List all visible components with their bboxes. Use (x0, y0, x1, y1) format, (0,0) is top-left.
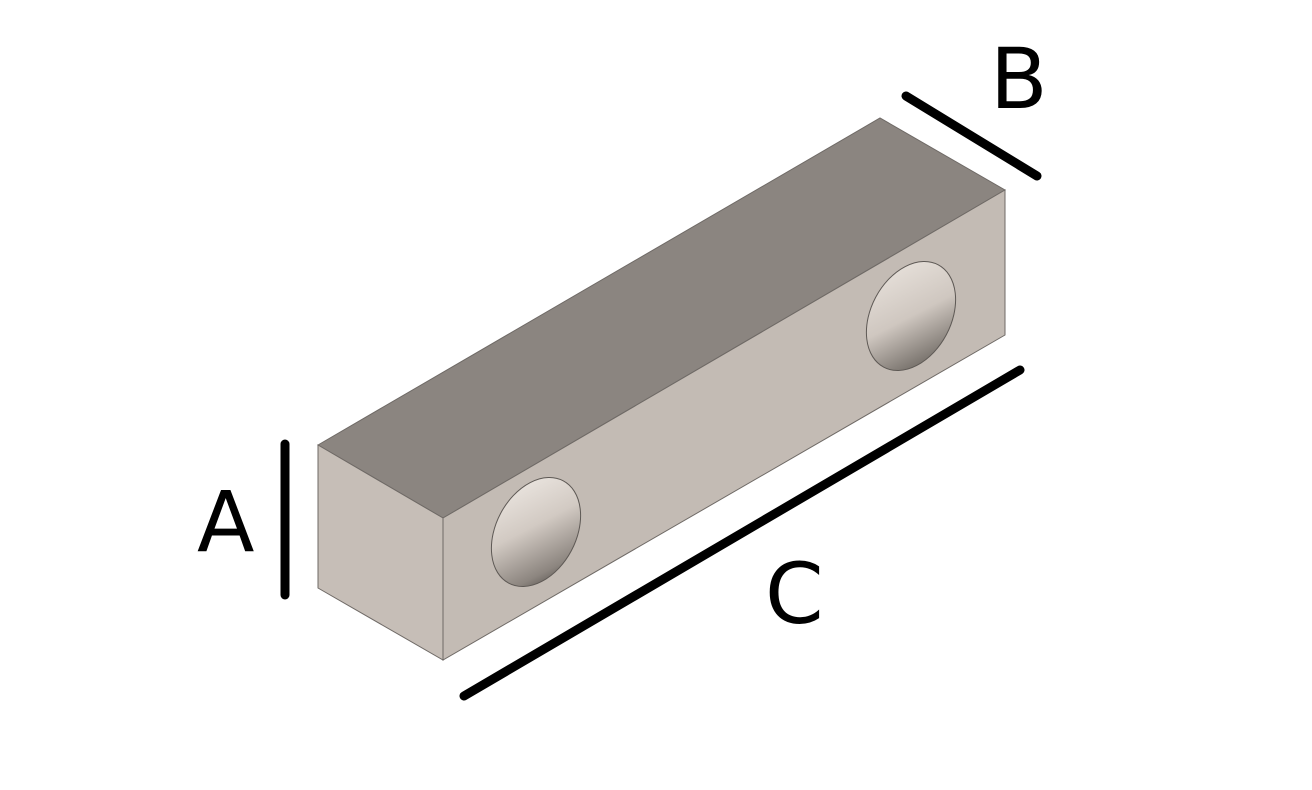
through-hole-right (865, 260, 957, 372)
dimension-label-a: A (197, 473, 254, 571)
dimension-label-b: B (990, 30, 1048, 128)
dimension-c: C (459, 365, 1025, 701)
bar-front-face (442, 189, 1006, 661)
dimension-line-c (459, 365, 1025, 701)
through-hole-left (490, 476, 582, 588)
dimension-line-b (901, 91, 1042, 181)
dimension-a: A (197, 439, 290, 600)
rectangular-bar (317, 117, 1006, 661)
dimension-label-c: C (765, 545, 824, 643)
dimension-b: B (901, 30, 1048, 181)
